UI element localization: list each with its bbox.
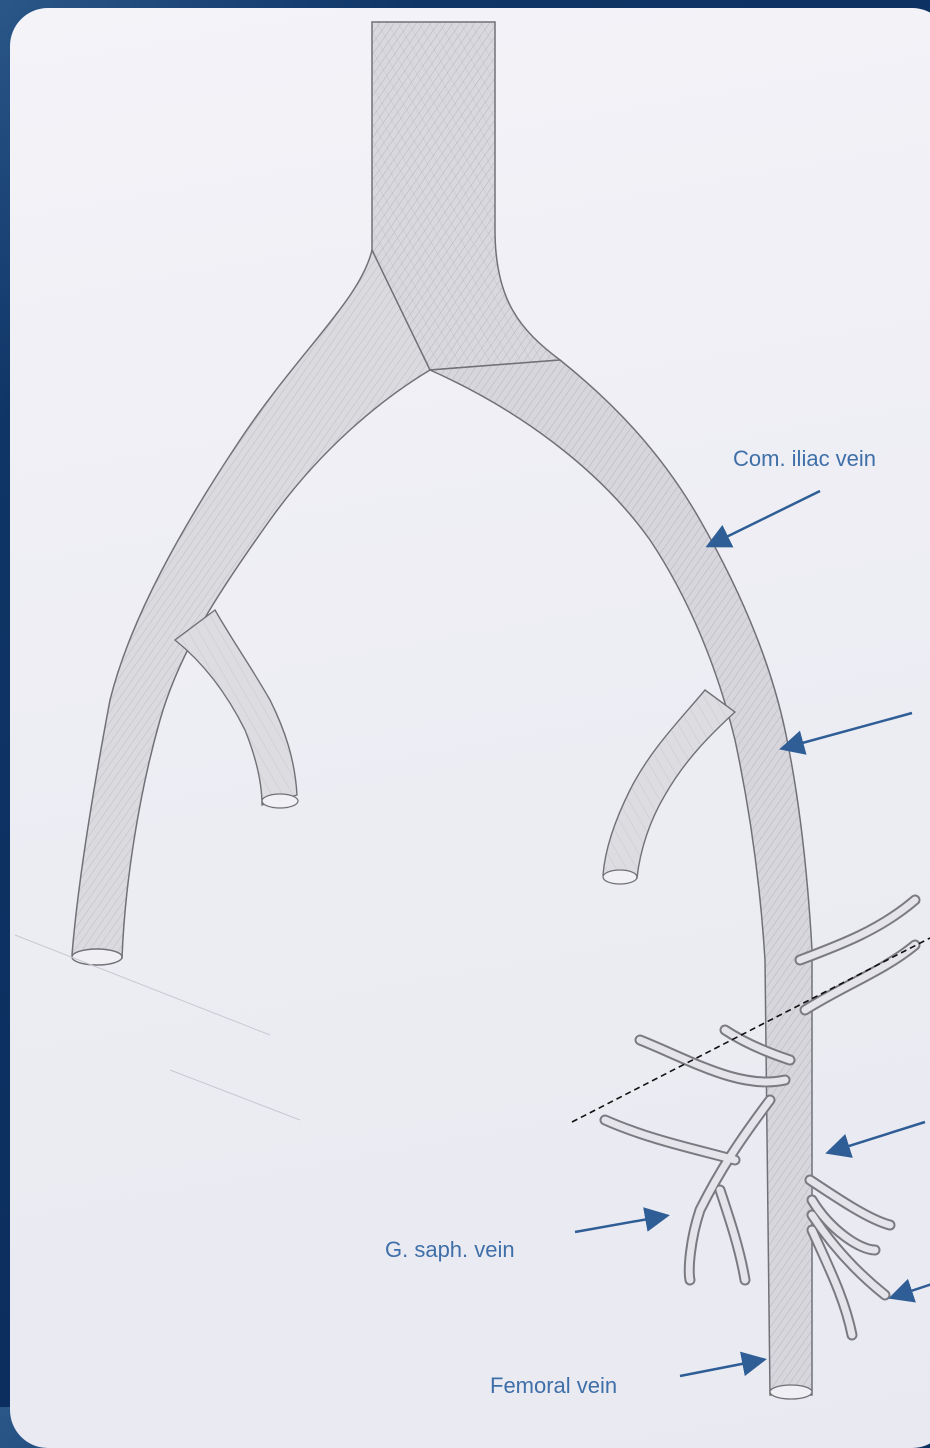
arrow-tributary xyxy=(893,1283,930,1297)
arrow-g-saph xyxy=(575,1216,665,1232)
arrow-femoral xyxy=(680,1360,762,1376)
background-pencil-lines xyxy=(15,935,300,1120)
arrow-femoral-upper xyxy=(830,1122,925,1152)
arrow-com-iliac xyxy=(710,491,820,545)
inguinal-dashed-line xyxy=(572,938,930,1122)
groin-tributaries-inner xyxy=(605,900,915,1335)
vein-illustration xyxy=(0,0,930,1407)
left-iliac-branch xyxy=(72,250,430,965)
pointer-arrows xyxy=(575,491,930,1376)
arrow-ext-iliac xyxy=(784,713,912,748)
label-g-saph-vein: G. saph. vein xyxy=(385,1237,515,1263)
label-com-iliac-vein: Com. iliac vein xyxy=(733,446,876,472)
label-femoral-vein: Femoral vein xyxy=(490,1373,617,1399)
